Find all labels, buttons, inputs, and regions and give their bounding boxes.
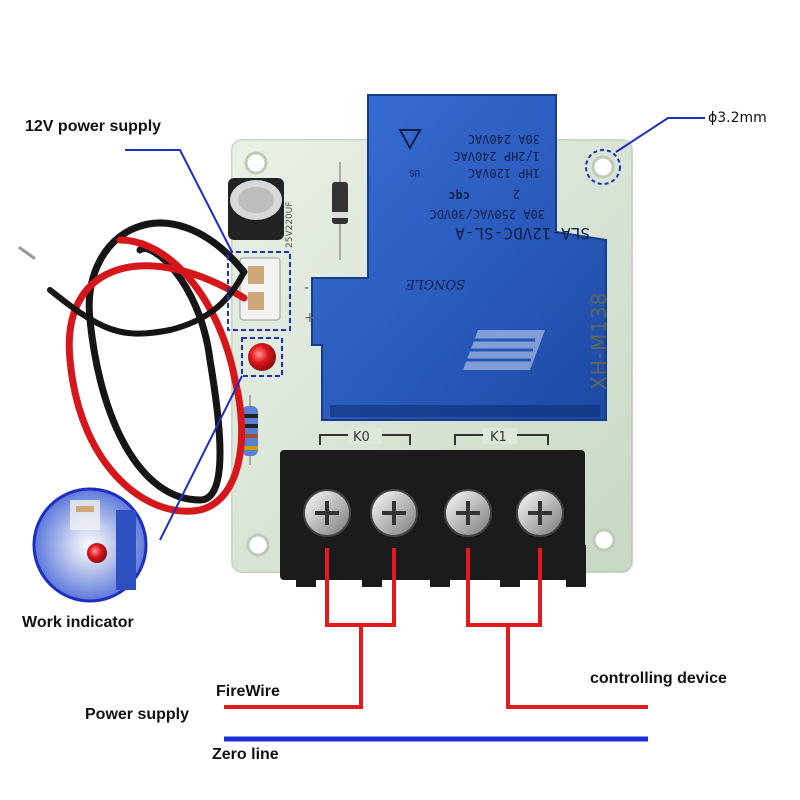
callout-led (159, 337, 283, 541)
label-hole-diameter: ϕ3.2mm (708, 110, 767, 126)
terminal-block (280, 450, 586, 587)
capacitor (228, 178, 284, 240)
terminal-label-k1: K1 (490, 430, 507, 445)
plus-marking: + (304, 310, 316, 326)
relay-rating-1: 30A 250VAC/30VDC (429, 207, 545, 221)
relay-rating-3: 1/2HP 240VAC (453, 149, 540, 163)
callout-hole (585, 117, 705, 185)
relay-model: SLA-12VDC-SL-A (455, 224, 590, 243)
relay-rating-4: 30A 240VAC (468, 132, 540, 146)
minus-marking: - (304, 280, 309, 296)
diode (332, 162, 348, 260)
relay-cert-mark: cqc (448, 189, 470, 203)
zoom-led-view (32, 487, 148, 603)
terminal-screws (303, 489, 564, 537)
mount-hole-top-left (244, 151, 268, 175)
label-controlling-device: controlling device (590, 670, 727, 687)
label-12v-power-supply: 12V power supply (25, 118, 162, 135)
relay-rating-2: 1HP 120VAC (468, 166, 540, 180)
terminal-label-k0: K0 (353, 430, 370, 445)
warning-triangle-icon (398, 129, 422, 151)
mount-hole-bottom-left (246, 533, 270, 557)
capacitor-label: 25V220UF (285, 201, 295, 248)
relay-ul-mark: US (409, 167, 420, 177)
label-power-supply: Power supply (85, 706, 190, 723)
power-wires (18, 219, 248, 515)
mount-hole-bottom-right (592, 528, 616, 552)
power-connector (239, 257, 281, 321)
callout-12v (125, 149, 291, 331)
label-firewire: FireWire (216, 683, 280, 700)
relay-brand: SONGLE (405, 276, 465, 291)
board-model: XH-M138 (587, 292, 611, 390)
led-indicator (248, 343, 276, 371)
relay-cert-num: 2 (513, 187, 520, 201)
mount-hole-top-right (591, 155, 615, 179)
songle-logo-icon (463, 330, 545, 370)
label-zero-line: Zero line (212, 746, 279, 763)
label-work-indicator: Work indicator (22, 614, 134, 631)
resistor (242, 395, 258, 465)
wiring-red (224, 548, 648, 709)
